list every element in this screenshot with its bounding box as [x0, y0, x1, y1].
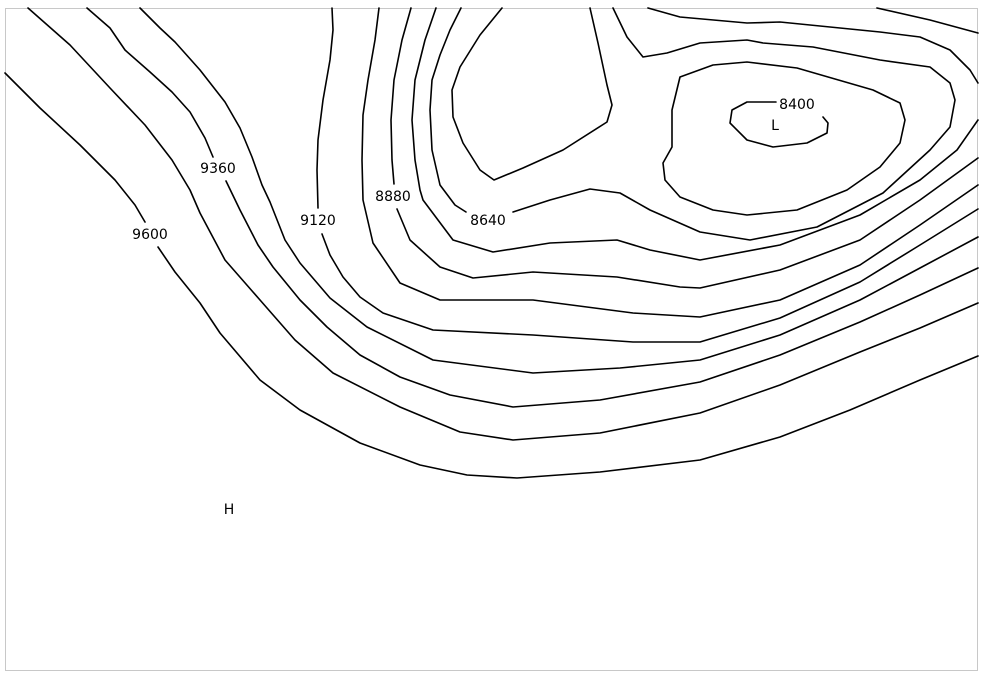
map-frame	[5, 8, 978, 671]
contour-label-9600: 9600	[132, 227, 168, 243]
contour-8520-northeast	[647, 7, 979, 84]
contour-8640	[429, 7, 956, 241]
contour-label-9120: 9120	[300, 213, 336, 229]
contour-9000	[361, 7, 979, 318]
contour-label-8640: 8640	[470, 213, 506, 229]
contour-label-9360: 9360	[200, 161, 236, 177]
contour-8760	[411, 7, 979, 261]
contour-label-8880: 8880	[375, 189, 411, 205]
high-pressure-marker: H	[224, 502, 235, 518]
contour-9600	[4, 72, 979, 479]
contour-8400-northeast	[876, 7, 979, 34]
contour-8880	[390, 7, 979, 289]
contour-9480	[27, 7, 979, 441]
contour-8400-ring	[729, 101, 829, 148]
contour-9360	[86, 7, 979, 408]
contour-9120	[316, 7, 979, 343]
contour-8520-west	[451, 7, 613, 181]
contour-8520-ring	[662, 61, 906, 216]
contour-9240	[139, 7, 979, 374]
low-pressure-marker: L	[771, 118, 779, 134]
contour-label-8400: 8400	[779, 97, 815, 113]
